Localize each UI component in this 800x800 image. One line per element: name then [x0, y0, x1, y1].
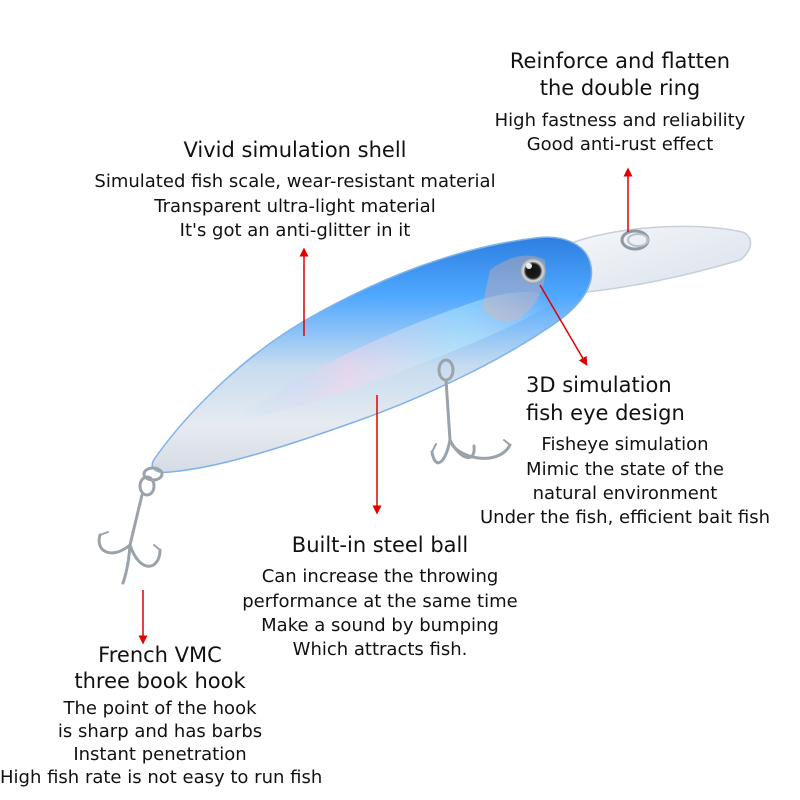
callout-arrows	[138, 167, 633, 645]
steel-ball-detail-line-3: Make a sound by bumping	[261, 614, 499, 636]
fish-eye	[520, 258, 546, 284]
steel-ball-title: Built-in steel ball	[225, 532, 535, 559]
eye-detail-line-3: natural environment	[532, 483, 718, 505]
eye-detail-line-2: Mimic the state of the	[526, 458, 724, 480]
shell-detail-line-1: Simulated fish scale, wear-resistant mat…	[94, 171, 496, 193]
double-ring-detail-line-1: High fastness and reliability	[494, 109, 746, 131]
lure-lip	[554, 225, 752, 296]
steel-ball-detail-line-1: Can increase the throwing	[261, 566, 499, 588]
shell-details: Simulated fish scale, wear-resistant mat…	[70, 170, 520, 243]
hook-title-line-1: French VMC	[98, 643, 222, 667]
treble-hook-belly	[430, 358, 512, 465]
eye-detail-line-4: Under the fish, efficient bait fish	[479, 507, 771, 529]
hook-detail-line-4: High fish rate is not easy to run fish	[0, 767, 323, 788]
eye-title: 3D simulation fish eye design	[526, 372, 780, 427]
hook-detail-line-2: is sharp and has barbs	[57, 720, 263, 742]
lure-holo-sheen	[235, 291, 555, 420]
steel-ball-detail-line-4: Which attracts fish.	[292, 639, 468, 661]
double-ring-details: High fastness and reliability Good anti-…	[470, 109, 770, 158]
hook-title-line-2: three book hook	[74, 669, 246, 694]
double-ring-detail-line-2: Good anti-rust effect	[526, 133, 714, 155]
eye-title-line-1: 3D simulation	[526, 373, 672, 397]
eye-details: Fisheye simulation Mimic the state of th…	[470, 433, 780, 530]
double-ring-title: Reinforce and flatten the double ring	[470, 48, 770, 103]
shell-title-line-1: Vivid simulation shell	[183, 138, 407, 162]
shell-detail-line-2: Transparent ultra-light material	[154, 195, 436, 217]
treble-hook-tail	[97, 466, 164, 585]
shell-title: Vivid simulation shell	[70, 137, 520, 164]
double-ring-title-line-1: Reinforce and flatten	[509, 49, 731, 73]
arrow-eye	[539, 284, 588, 366]
annotation-steel-ball: Built-in steel ball Can increase the thr…	[225, 532, 535, 662]
hook-details: The point of the hook is sharp and has b…	[0, 697, 323, 789]
hook-detail-line-1: The point of the hook	[63, 697, 257, 719]
shell-detail-line-3: It's got an anti-glitter in it	[179, 219, 411, 241]
steel-ball-details: Can increase the throwing performance at…	[225, 565, 535, 662]
annotation-fish-eye: 3D simulation fish eye design Fisheye si…	[470, 372, 780, 531]
steel-ball-detail-line-2: performance at the same time	[242, 590, 518, 612]
eye-detail-line-1: Fisheye simulation	[541, 434, 709, 456]
split-ring-front	[620, 229, 650, 251]
annotation-treble-hook: French VMC three book hook The point of …	[0, 642, 323, 789]
double-ring-title-line-2: the double ring	[539, 76, 701, 101]
hook-title: French VMC three book hook	[0, 642, 320, 695]
annotation-double-ring: Reinforce and flatten the double ring Hi…	[470, 48, 770, 157]
steel-ball-title-line-1: Built-in steel ball	[291, 533, 469, 557]
annotation-shell: Vivid simulation shell Simulated fish sc…	[70, 137, 520, 243]
eye-title-line-2: fish eye design	[526, 400, 685, 425]
hook-detail-line-3: Instant penetration	[73, 743, 247, 765]
